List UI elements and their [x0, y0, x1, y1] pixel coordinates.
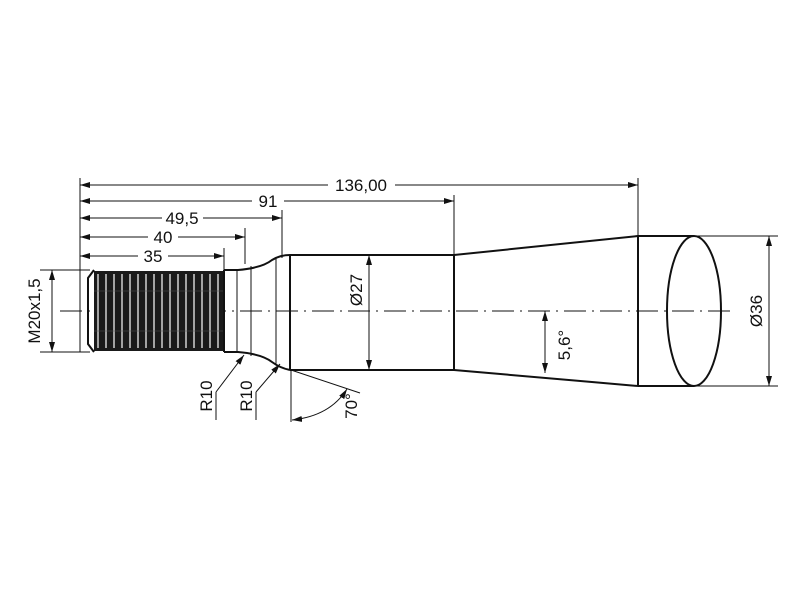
- taper-section: 5,6°: [453, 235, 639, 387]
- dimension-40: 40: [80, 228, 245, 247]
- dimension-label-d27: Ø27: [347, 274, 366, 306]
- end-face: Ø36: [638, 235, 772, 387]
- chamfer-angle: 70°: [290, 369, 361, 422]
- dimension-label-136: 136,00: [335, 176, 387, 195]
- neck-section: [223, 254, 291, 371]
- dimension-136: 136,00: [80, 176, 638, 195]
- dimension-label-40: 40: [154, 228, 173, 247]
- dimension-label-70deg: 70°: [342, 393, 361, 419]
- dimension-91: 91: [80, 192, 454, 211]
- dimension-label-35: 35: [144, 247, 163, 266]
- dimension-label-91: 91: [259, 192, 278, 211]
- dimension-label-r10-b: R10: [237, 380, 256, 411]
- dimension-label-49-5: 49,5: [165, 209, 198, 228]
- extension-lines: [40, 178, 778, 387]
- dimension-label-r10-a: R10: [197, 380, 216, 411]
- dimension-label-d36: Ø36: [747, 295, 766, 327]
- radius-leaders: R10 R10: [197, 354, 281, 420]
- dimension-thread: M20x1,5: [25, 270, 55, 352]
- dimension-35: 35: [80, 247, 224, 266]
- cylinder-section: Ø27: [289, 254, 455, 371]
- dimension-label-taper-angle: 5,6°: [555, 330, 574, 360]
- dimension-label-thread: M20x1,5: [25, 278, 44, 343]
- dimension-49-5: 49,5: [80, 209, 282, 228]
- thread-section: [87, 269, 224, 353]
